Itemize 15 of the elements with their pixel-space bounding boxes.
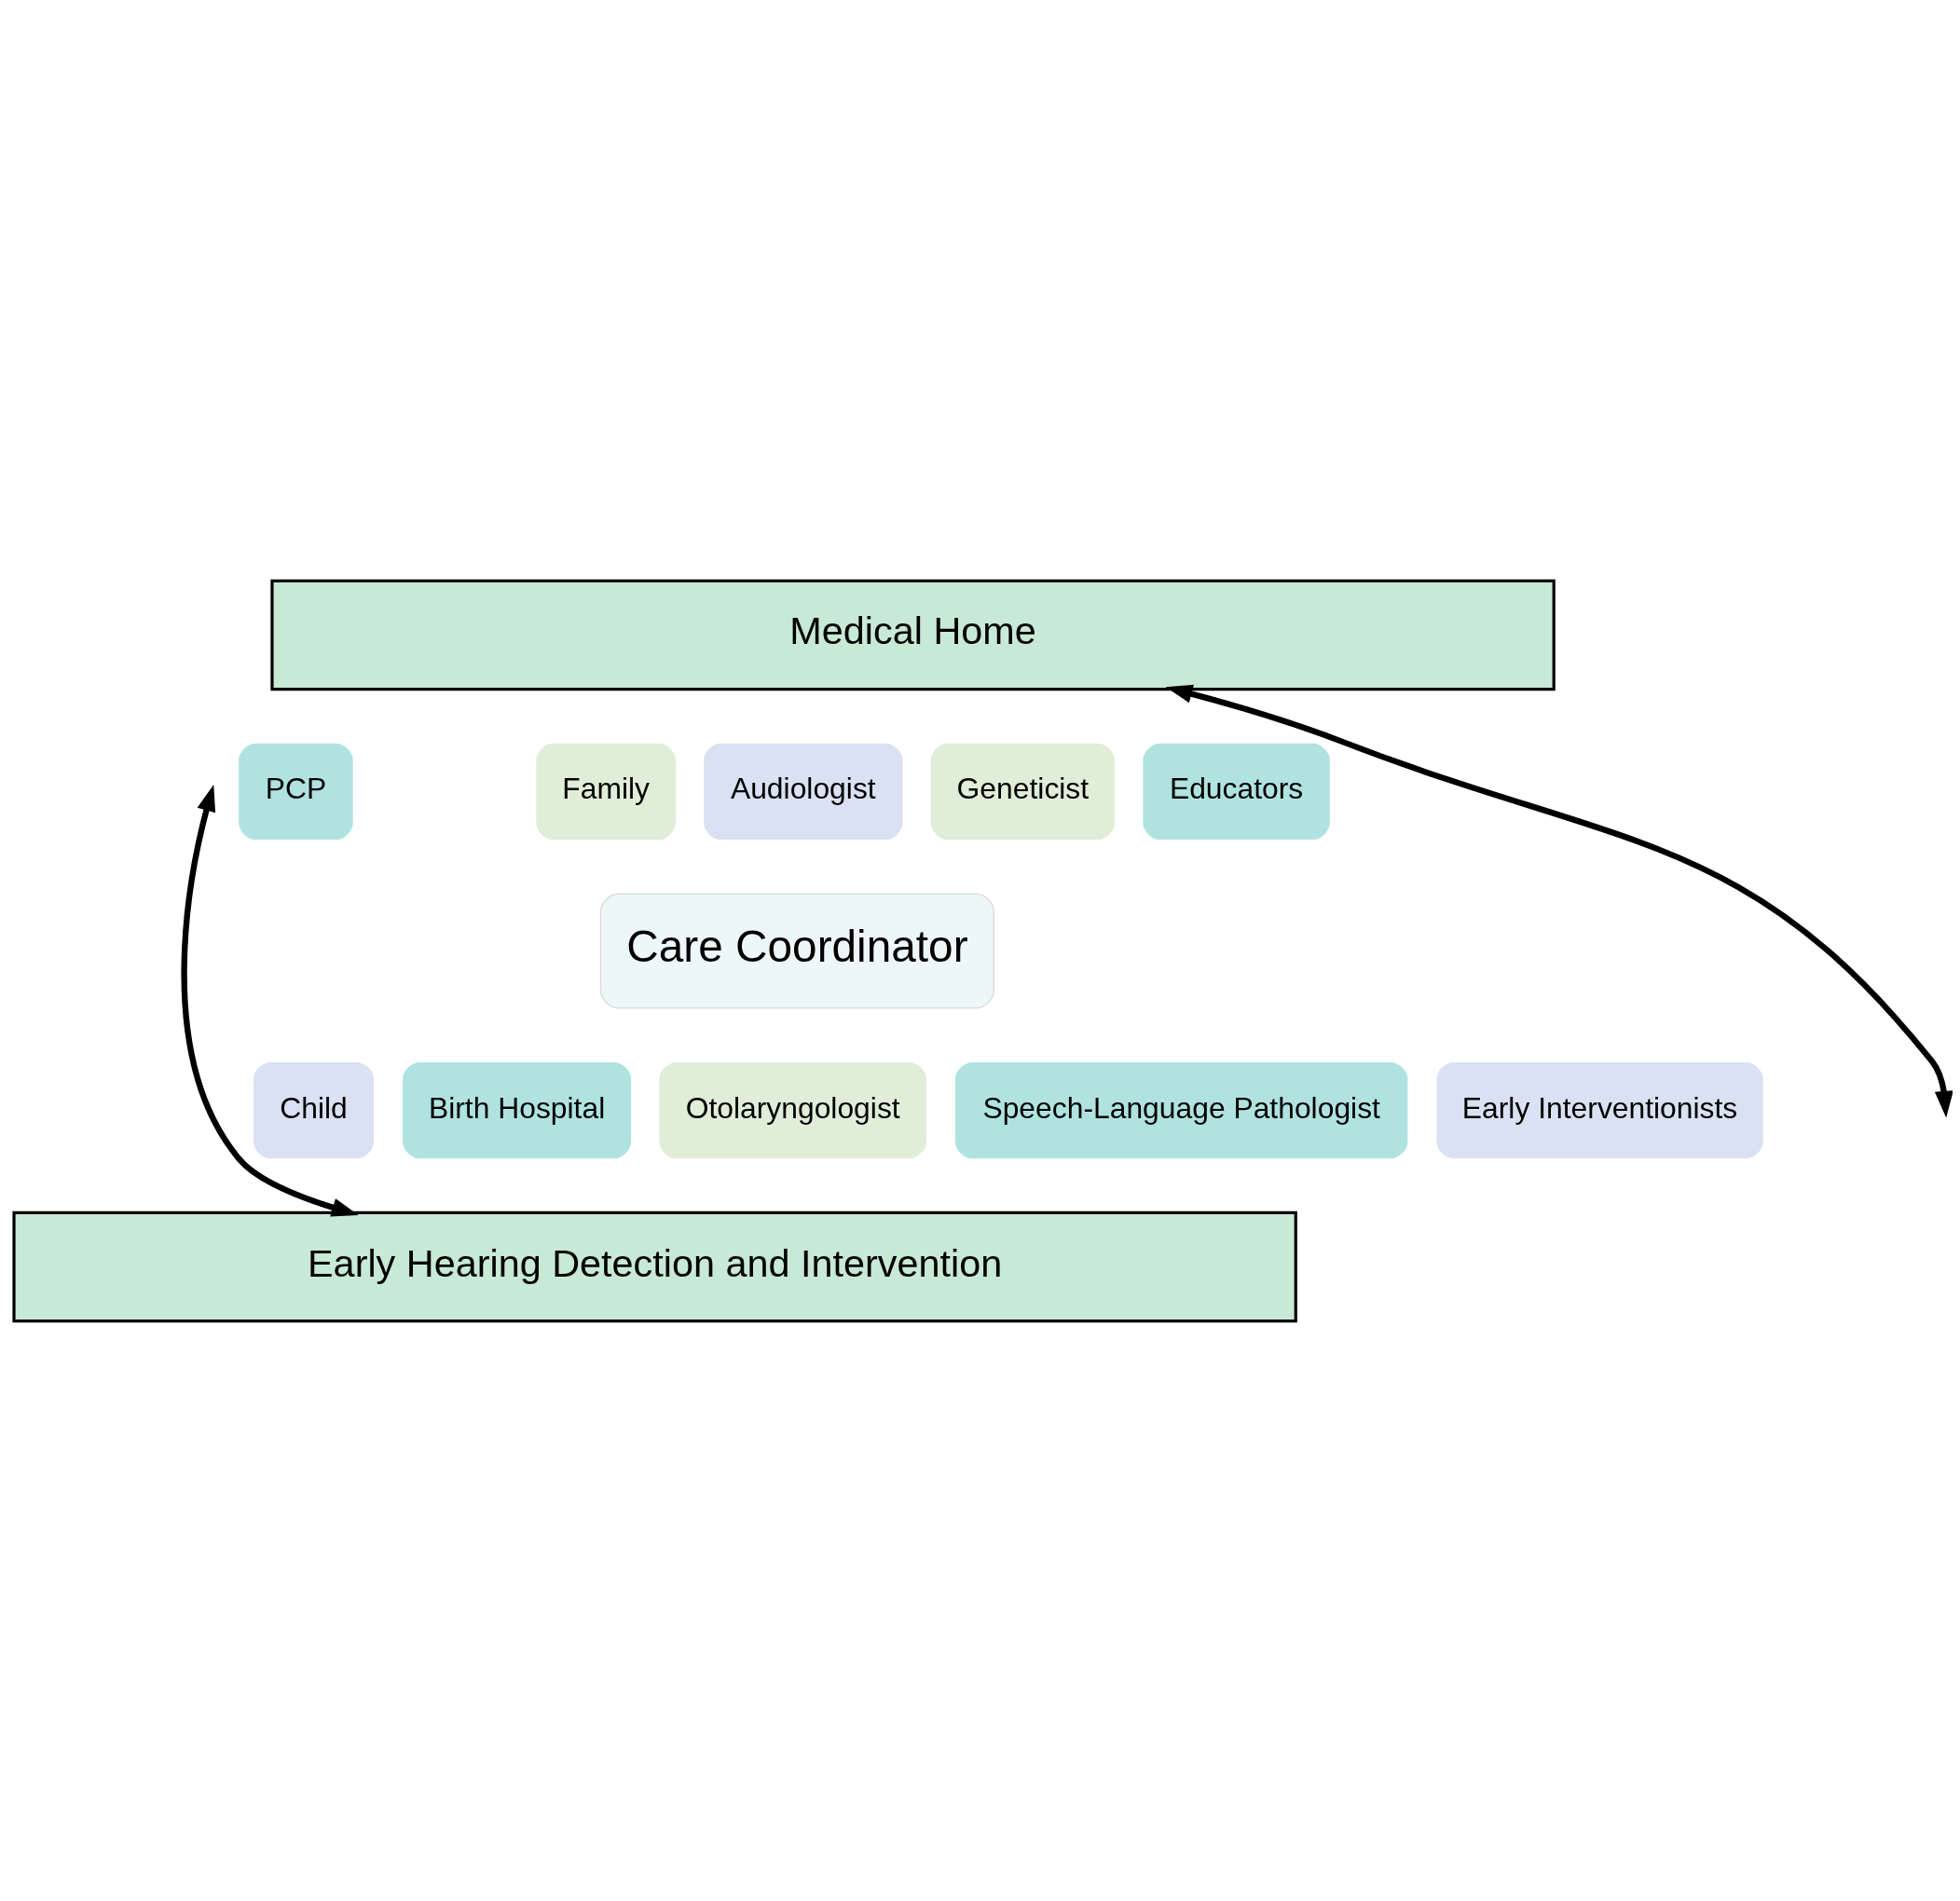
node-box: Geneticist bbox=[929, 741, 1117, 841]
node-box: Otolaryngologist bbox=[657, 1060, 928, 1160]
node-box: Early Hearing Detection and Intervention bbox=[12, 1210, 1297, 1322]
node-box: Medical Home bbox=[270, 579, 1556, 691]
node-box: Child bbox=[252, 1060, 376, 1160]
arrow bbox=[181, 784, 359, 1216]
node-box: Family bbox=[534, 741, 678, 841]
node-box: Educators bbox=[1141, 741, 1332, 841]
node-box: PCP bbox=[237, 741, 355, 841]
node-box: Care Coordinator bbox=[599, 892, 995, 1009]
node-box: Speech-Language Pathologist bbox=[953, 1060, 1409, 1160]
node-box: Early Interventionists bbox=[1434, 1060, 1765, 1160]
node-box: Audiologist bbox=[702, 741, 905, 841]
node-box: Birth Hospital bbox=[401, 1060, 633, 1160]
arrow bbox=[1165, 684, 1953, 1118]
